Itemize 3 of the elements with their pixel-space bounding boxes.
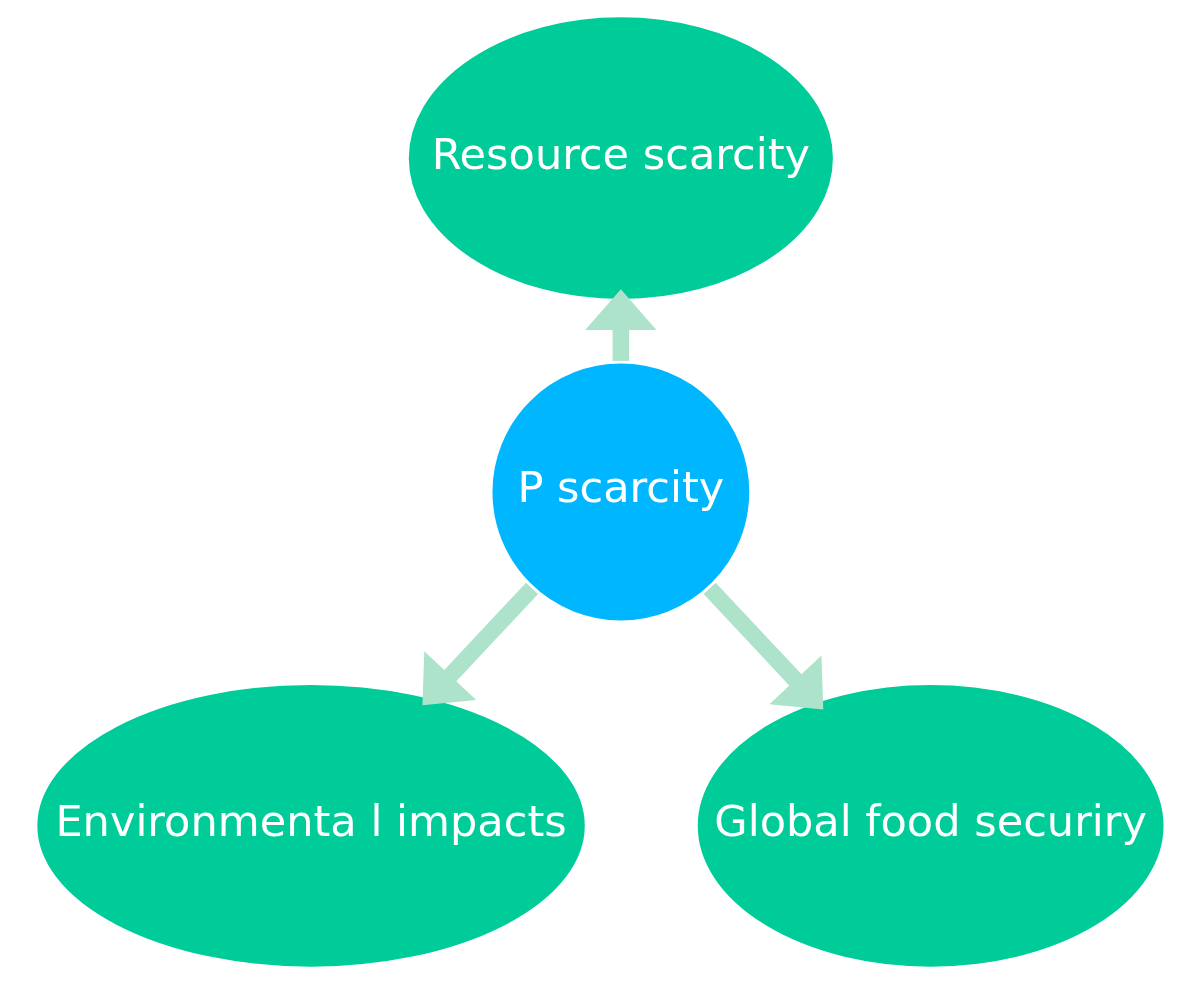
arrow <box>703 582 824 710</box>
arrow <box>585 289 657 361</box>
arrow <box>422 582 539 706</box>
